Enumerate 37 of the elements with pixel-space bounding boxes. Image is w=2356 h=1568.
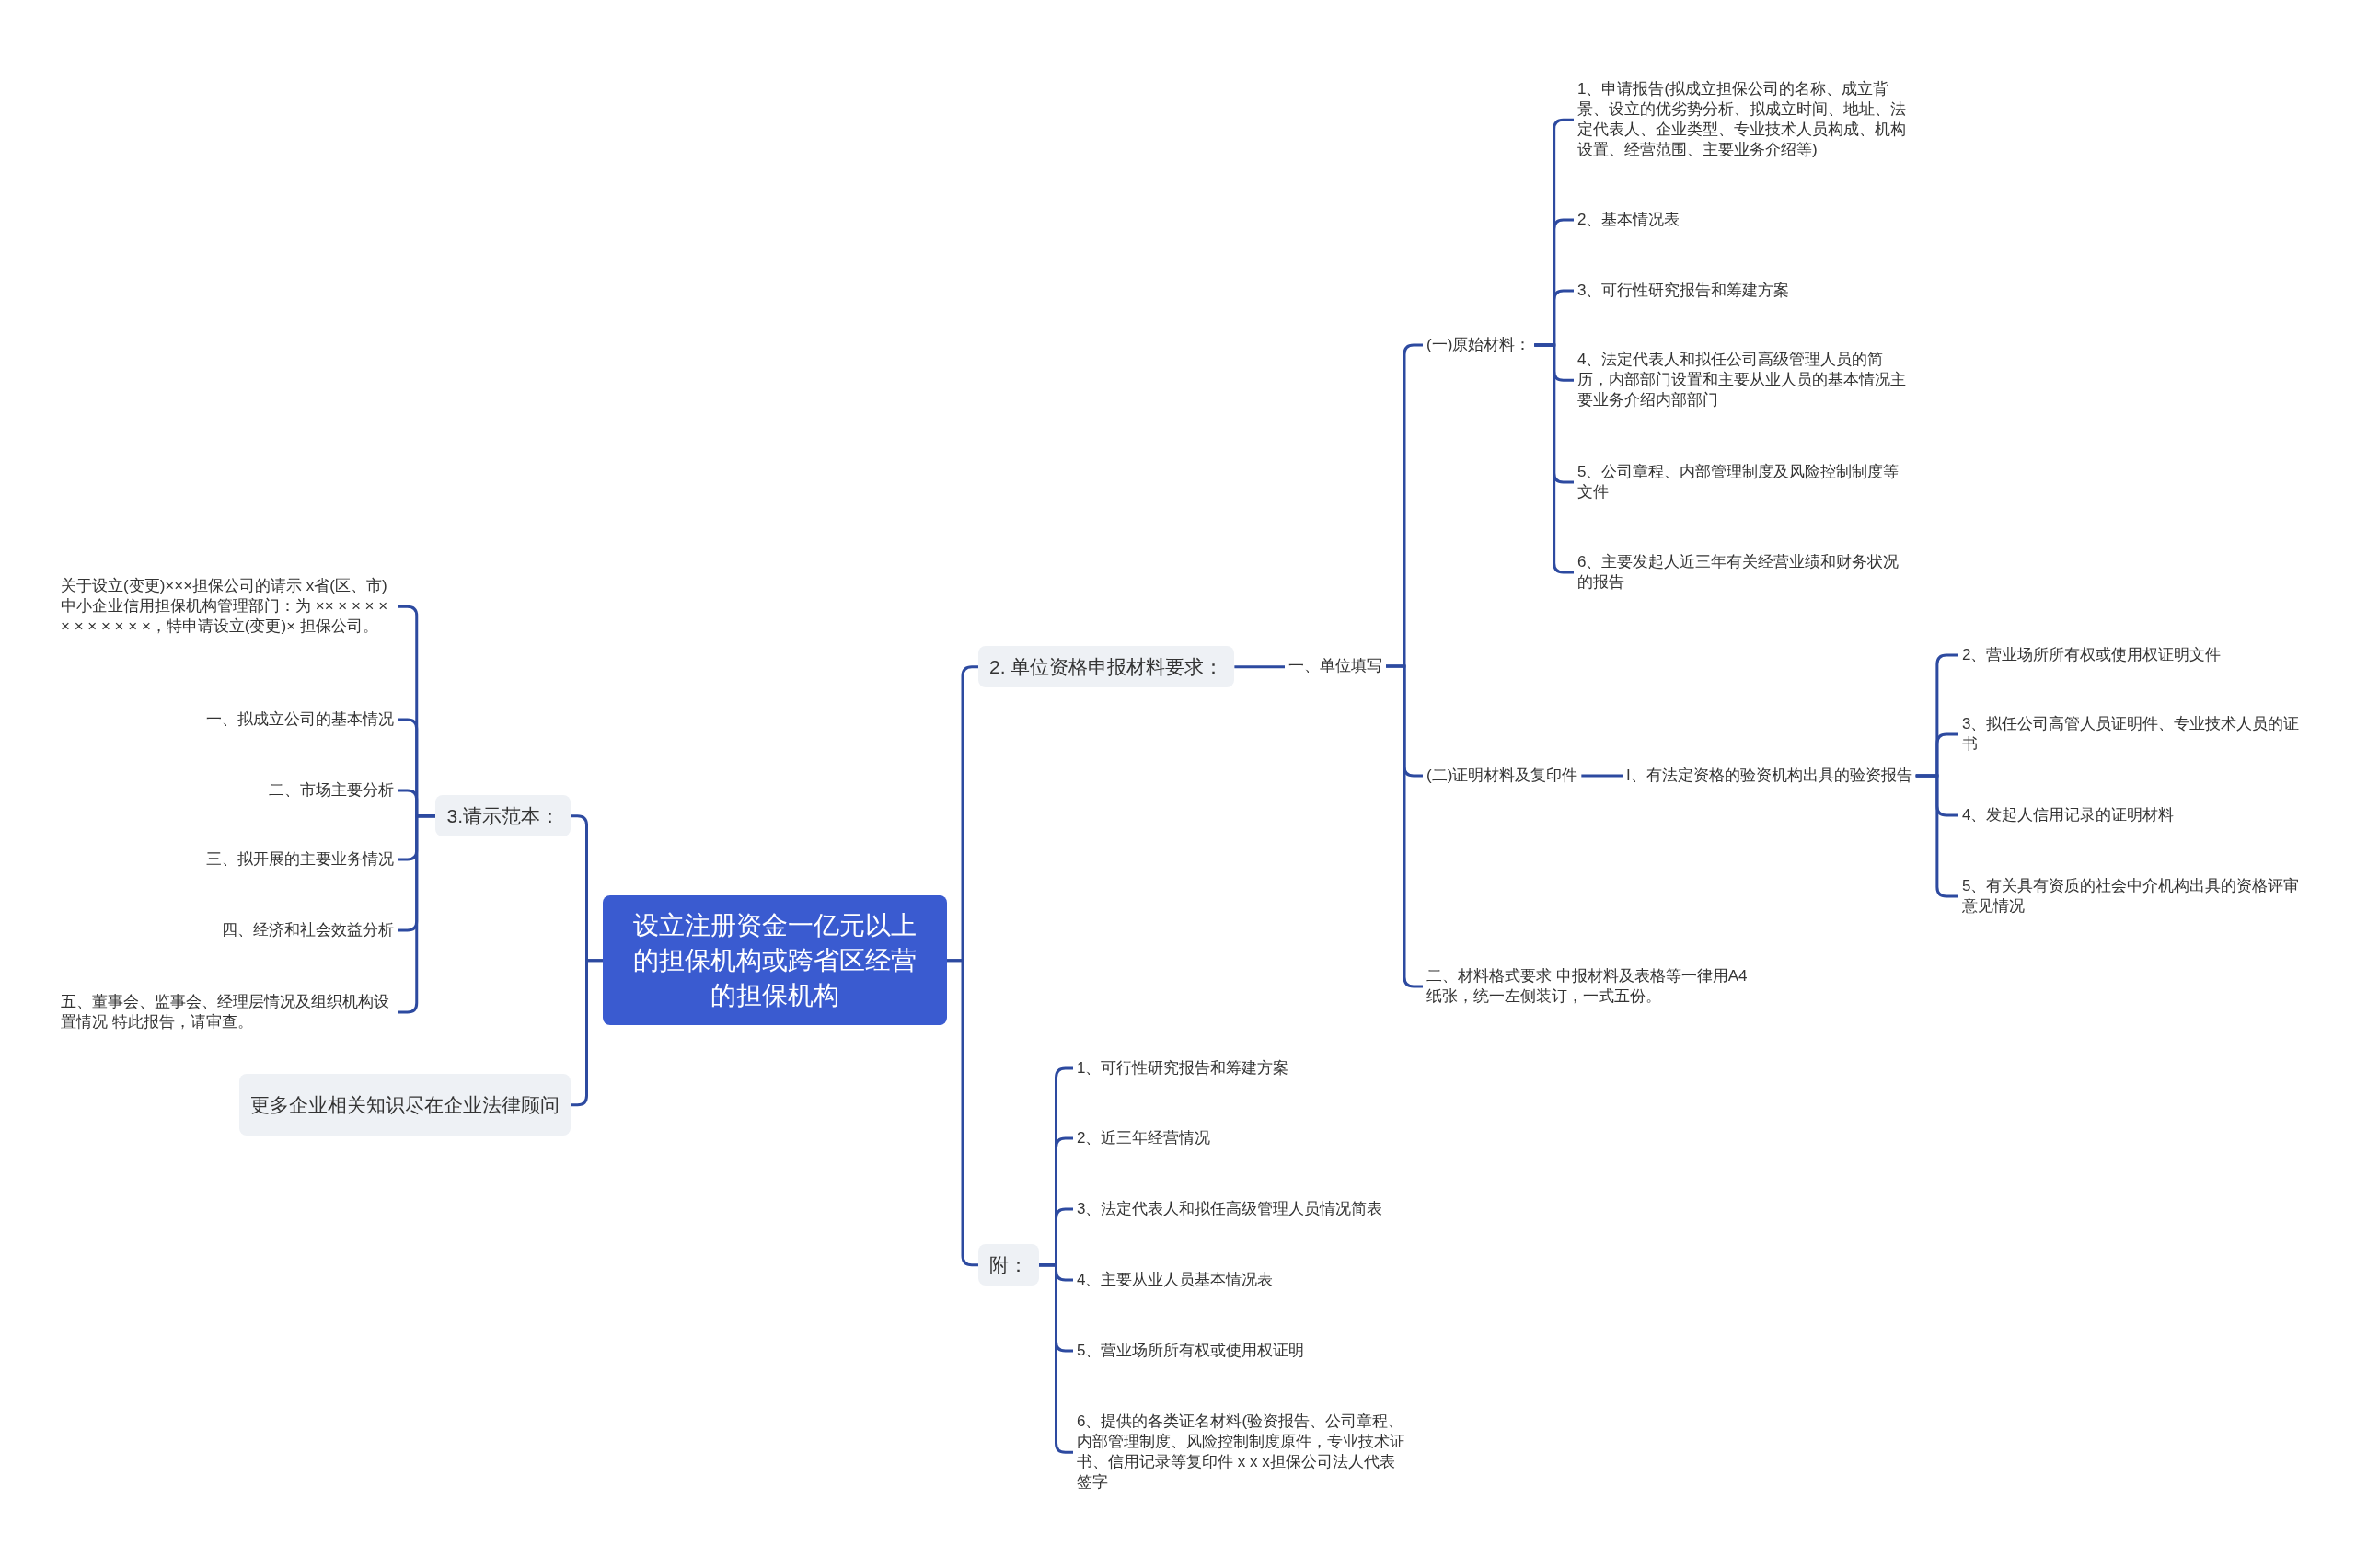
topic-text: 一、拟成立公司的基本情况 [202, 709, 398, 731]
central-topic-box: 设立注册资金一亿元以上的担保机构或跨省区经营的担保机构 [603, 895, 947, 1026]
topic-text: 1、可行性研究报告和筹建方案 [1073, 1058, 1293, 1079]
topic-text: 6、提供的各类证名材料(验资报告、公司章程、内部管理制度、风险控制制度原件，专业技术证书、信用记录等复印件 x x x担保公司法人代表签字 [1073, 1412, 1414, 1493]
note-box: 更多企业相关知识尽在企业法律顾问 [239, 1074, 571, 1136]
topic-text: 5、公司章程、内部管理制度及风险控制制度等文件 [1574, 462, 1914, 503]
connector-line [1039, 1263, 1073, 1454]
topic-box: 2. 单位资格申报材料要求： [978, 646, 1235, 688]
topic-text: 6、主要发起人近三年有关经营业绩和财务状况的报告 [1574, 552, 1914, 594]
topic-box: 附： [978, 1244, 1039, 1286]
topic-text: 4、法定代表人和拟任公司高级管理人员的简历，内部部门设置和主要从业人员的基本情况主要业务介绍内部部门 [1574, 350, 1914, 411]
connector-line [571, 959, 603, 1107]
topic-text: 3、可行性研究报告和筹建方案 [1574, 281, 1794, 302]
topic-text: 四、经济和社会效益分析 [218, 920, 398, 941]
topic-text: 二、材料格式要求 申报材料及表格等一律用A4纸张，统一左侧装订，一式五份。 [1423, 966, 1763, 1008]
topic-text: 2、基本情况表 [1574, 210, 1684, 231]
topic-text: 5、营业场所所有权或使用权证明 [1073, 1341, 1309, 1362]
topic-text: 5、有关具有资质的社会中介机构出具的资格评审意见情况 [1958, 876, 2317, 917]
topic-text: (二)证明材料及复印件 [1423, 766, 1582, 787]
connector-line [1234, 665, 1285, 669]
topic-text: 二、市场主要分析 [265, 780, 398, 801]
topic-text: 4、主要从业人员基本情况表 [1073, 1270, 1277, 1291]
topic-text: 3、法定代表人和拟任高级管理人员情况简表 [1073, 1199, 1387, 1220]
topic-text: 4、发起人信用记录的证明材料 [1958, 805, 2178, 826]
topic-text: 一、单位填写 [1285, 656, 1386, 677]
topic-text: 2、营业场所所有权或使用权证明文件 [1958, 645, 2225, 666]
topic-text: 三、拟开展的主要业务情况 [202, 849, 398, 870]
connector-line [1581, 774, 1623, 778]
topic-text: 1、申请报告(拟成立担保公司的名称、成立背景、设立的优劣势分析、拟成立时间、地址、法定代表人、企业类型、专业技术人员构成、机构设置、经营范围、主要业务介绍等) [1574, 79, 1914, 161]
topic-text: I、有法定资格的验资机构出具的验资报告 [1623, 766, 1916, 787]
topic-text: 关于设立(变更)×××担保公司的请示 x省(区、市)中小企业信用担保机构管理部门：为 ×× × × × × × × × × × × ×，特申请设立(变更)× 担保公司。 [57, 576, 398, 638]
topic-text: (一)原始材料： [1423, 335, 1535, 356]
connector-line [398, 814, 436, 1014]
topic-text: 3、拟任公司高管人员证明件、专业技术人员的证书 [1958, 714, 2317, 755]
topic-text: 五、董事会、监事会、经理层情况及组织机构设置情况 特此报告，请审查。 [57, 992, 398, 1033]
topic-text: 2、近三年经营情况 [1073, 1128, 1215, 1149]
topic-box: 3.请示范本： [435, 795, 571, 837]
